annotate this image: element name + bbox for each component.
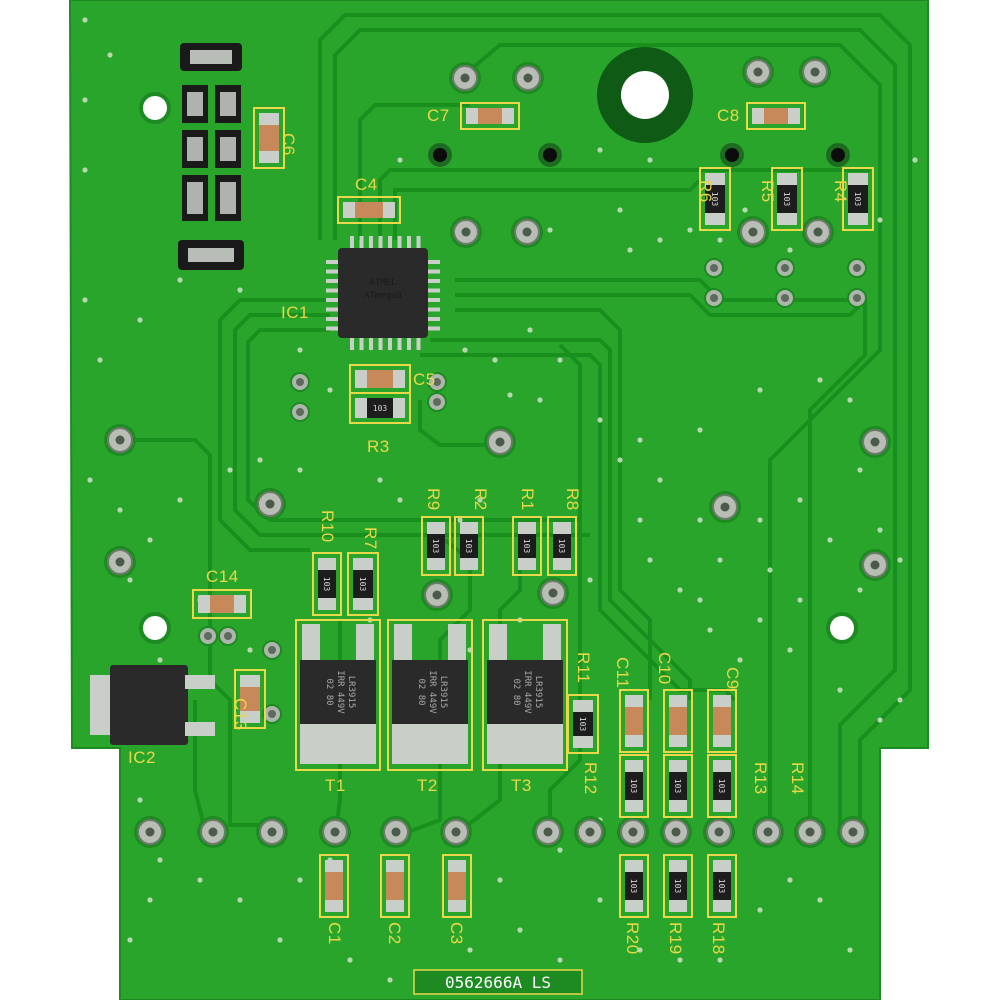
svg-text:LR3915: LR3915 (533, 676, 543, 709)
label-r7: R7 (361, 527, 380, 550)
label-r5: R5 (758, 180, 777, 203)
label-r11: R11 (574, 652, 593, 683)
label-c3: C3 (447, 922, 466, 945)
svg-text:103: 103 (629, 779, 638, 794)
label-r12: R12 (581, 762, 600, 795)
label-r1: R1 (518, 488, 537, 511)
label-c5: C5 (413, 370, 436, 389)
svg-text:103: 103 (717, 879, 726, 894)
label-c11: C11 (613, 657, 632, 688)
label-r9: R9 (424, 488, 443, 511)
board-outline (68, 0, 929, 1000)
label-c1: C1 (325, 922, 344, 945)
svg-text:103: 103 (673, 779, 682, 794)
svg-text:IRR 449V: IRR 449V (335, 670, 345, 714)
label-c4: C4 (355, 175, 378, 194)
svg-text:02 80: 02 80 (511, 678, 521, 705)
label-c14: C14 (206, 567, 239, 586)
label-t1: T1 (325, 776, 346, 795)
label-r3: R3 (367, 437, 390, 456)
label-c7: C7 (427, 106, 450, 125)
svg-text:103: 103 (629, 879, 638, 894)
label-r20: R20 (623, 922, 642, 955)
label-ic1: IC1 (281, 303, 309, 322)
svg-text:LR3915: LR3915 (346, 676, 356, 709)
label-c10: C10 (655, 652, 674, 685)
label-r2: R2 (471, 488, 490, 511)
label-r10: R10 (318, 510, 337, 543)
label-r18: R18 (709, 922, 728, 955)
label-r14: R14 (788, 762, 807, 795)
label-r8: R8 (563, 488, 582, 511)
mounting-hole-top (597, 47, 693, 143)
mounting-hole-left-top (139, 92, 171, 124)
label-c13: C13 (231, 698, 250, 731)
svg-text:103: 103 (557, 539, 566, 554)
connector-pads (178, 43, 244, 270)
svg-text:103: 103 (710, 192, 719, 207)
svg-text:103: 103 (578, 717, 587, 732)
svg-text:02 80: 02 80 (324, 678, 334, 705)
label-r13: R13 (751, 762, 770, 795)
mounting-hole-right-mid (826, 612, 858, 644)
svg-text:103: 103 (522, 539, 531, 554)
svg-text:02 80: 02 80 (416, 678, 426, 705)
serial-number: 0562666A LS (445, 973, 551, 992)
smd-components: 103 103 103 103 103 103 103 103 103 103 103 103 103 1… (192, 102, 874, 918)
svg-text:IRR 449V: IRR 449V (522, 670, 532, 714)
ic1-marking-brand: ATMEL (369, 278, 396, 288)
svg-text:103: 103 (673, 879, 682, 894)
serial-number-plate: 0562666A LS (413, 969, 583, 995)
svg-text:103: 103 (322, 577, 331, 592)
svg-text:IRR 449V: IRR 449V (427, 670, 437, 714)
silkscreen-labels: IC1 IC2 T1 T2 T3 C7 C8 C4 C5 R3 C14 C6 C… (128, 106, 850, 955)
svg-text:LR3915: LR3915 (438, 676, 448, 709)
ic1-microcontroller: ATMEL ATmega8 (326, 236, 440, 350)
svg-text:103: 103 (782, 192, 791, 207)
svg-text:103: 103 (373, 404, 388, 413)
through-hole-pads (104, 56, 891, 848)
label-r4: R4 (831, 180, 850, 203)
label-c9: C9 (723, 667, 742, 690)
label-r6: R6 (696, 180, 715, 203)
label-t2: T2 (417, 776, 438, 795)
label-c6: C6 (279, 133, 298, 156)
mounting-hole-left-mid (139, 612, 171, 644)
label-ic2: IC2 (128, 748, 156, 767)
label-c8: C8 (717, 106, 740, 125)
svg-text:103: 103 (853, 192, 862, 207)
svg-text:103: 103 (431, 539, 440, 554)
vias (82, 17, 918, 983)
label-t3: T3 (511, 776, 532, 795)
label-c2: C2 (385, 922, 404, 945)
ic2-regulator (90, 665, 215, 745)
label-r19: R19 (666, 922, 685, 955)
svg-text:103: 103 (358, 577, 367, 592)
ic1-marking-part: ATmega8 (364, 291, 402, 301)
svg-text:103: 103 (717, 779, 726, 794)
svg-text:103: 103 (464, 539, 473, 554)
